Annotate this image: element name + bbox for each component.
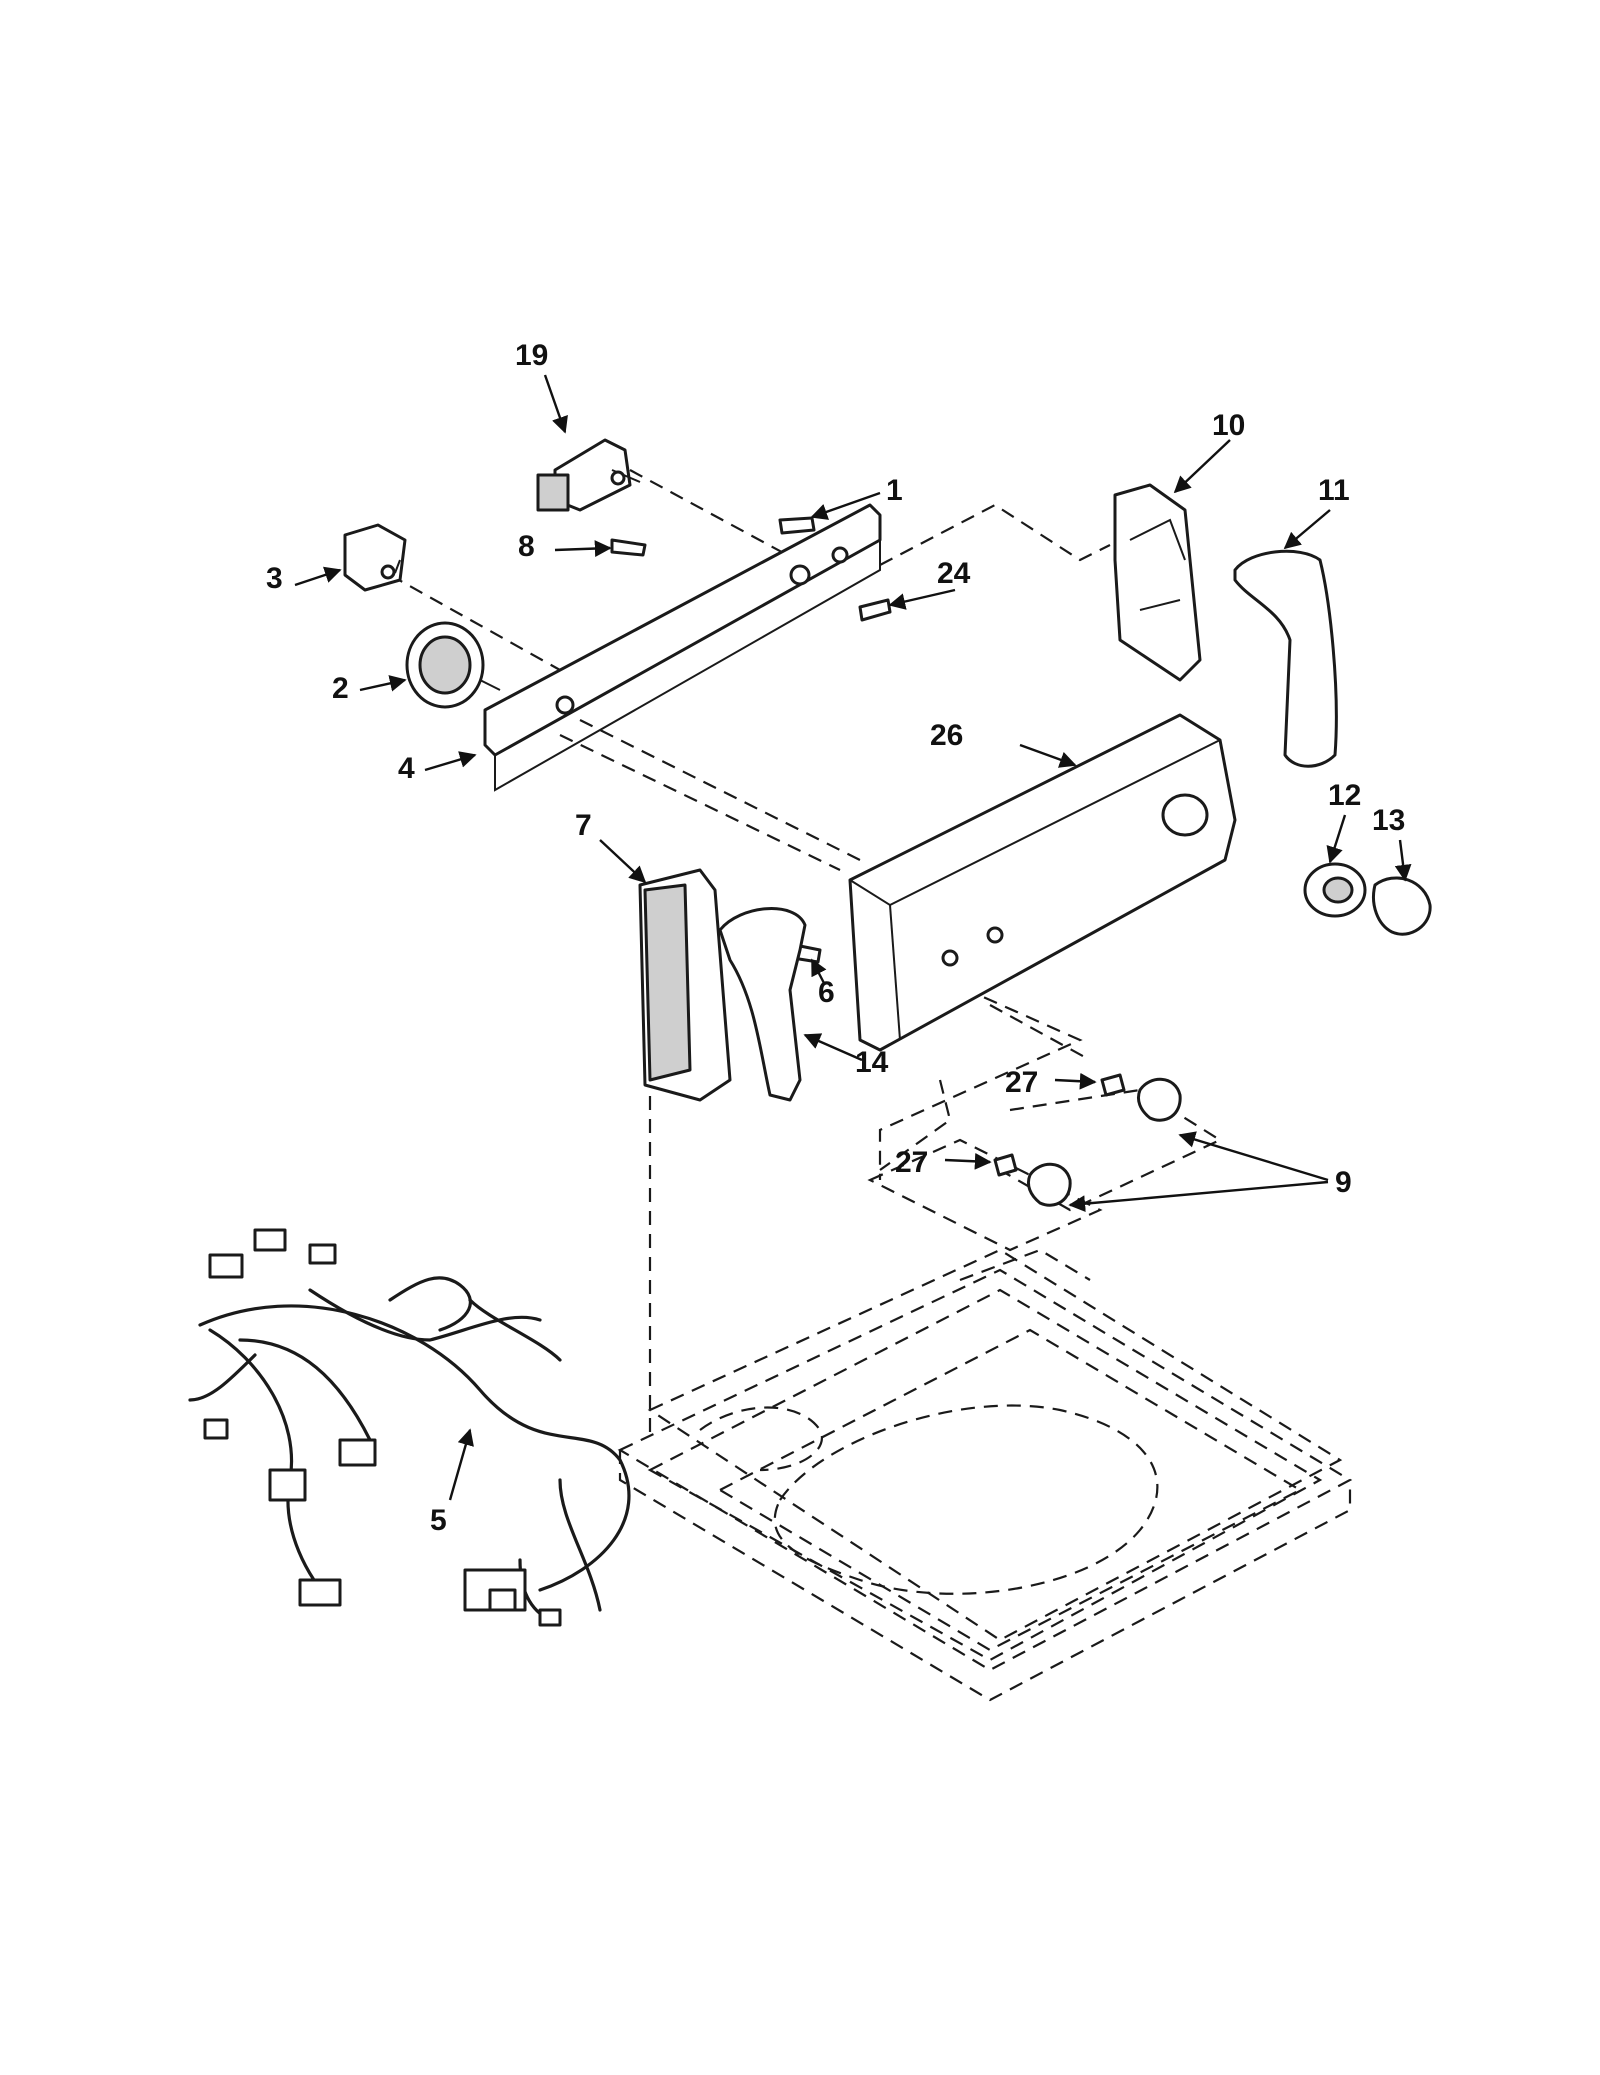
part-1-screw bbox=[778, 516, 816, 535]
callout-19: 19 bbox=[515, 339, 548, 372]
callout-6: 6 bbox=[818, 976, 835, 1009]
part-27-spring-upper bbox=[1100, 1073, 1126, 1097]
part-2-timer bbox=[405, 621, 501, 709]
part-12-knob-base bbox=[1303, 862, 1367, 918]
callout-27-upper: 27 bbox=[1005, 1066, 1038, 1099]
callout-3: 3 bbox=[266, 562, 283, 595]
callout-1: 1 bbox=[886, 474, 903, 507]
callout-4: 4 bbox=[398, 752, 415, 785]
callout-leaders bbox=[294, 374, 1412, 1501]
callout-2: 2 bbox=[332, 672, 349, 705]
callout-12: 12 bbox=[1328, 779, 1361, 812]
cabinet-top-outline bbox=[617, 1248, 1353, 1702]
part-7-end-cap-left bbox=[638, 868, 732, 1102]
callout-7: 7 bbox=[575, 809, 592, 842]
part-19-switch-module bbox=[536, 438, 641, 512]
part-26-control-panel bbox=[848, 713, 1237, 1052]
knob-lower bbox=[1026, 1162, 1072, 1207]
part-11-trim bbox=[1233, 549, 1338, 768]
part-3-switch bbox=[343, 523, 407, 592]
part-14-trim-left bbox=[718, 907, 807, 1102]
callout-24: 24 bbox=[937, 557, 971, 590]
callout-5: 5 bbox=[430, 1504, 447, 1537]
callout-11: 11 bbox=[1318, 474, 1350, 507]
callout-9: 9 bbox=[1335, 1166, 1352, 1199]
part-8-screw bbox=[610, 538, 647, 557]
part-13-knob-cap bbox=[1372, 876, 1432, 936]
part-24-screw bbox=[858, 598, 892, 622]
callout-13: 13 bbox=[1372, 804, 1405, 837]
callout-14: 14 bbox=[855, 1046, 889, 1079]
callout-26: 26 bbox=[930, 719, 963, 752]
callout-8: 8 bbox=[518, 530, 535, 563]
part-27-spring-lower bbox=[993, 1153, 1018, 1177]
callout-labels: 19 1 10 11 3 8 24 2 4 26 7 12 13 6 14 27… bbox=[266, 339, 1405, 1537]
part-5-wiring-harness bbox=[188, 1228, 631, 1627]
part-10-end-cap-right bbox=[1113, 483, 1202, 682]
callout-10: 10 bbox=[1212, 409, 1245, 442]
part-4-control-bracket bbox=[483, 503, 882, 792]
knob-upper bbox=[1136, 1077, 1182, 1122]
callout-27-lower: 27 bbox=[895, 1146, 928, 1179]
